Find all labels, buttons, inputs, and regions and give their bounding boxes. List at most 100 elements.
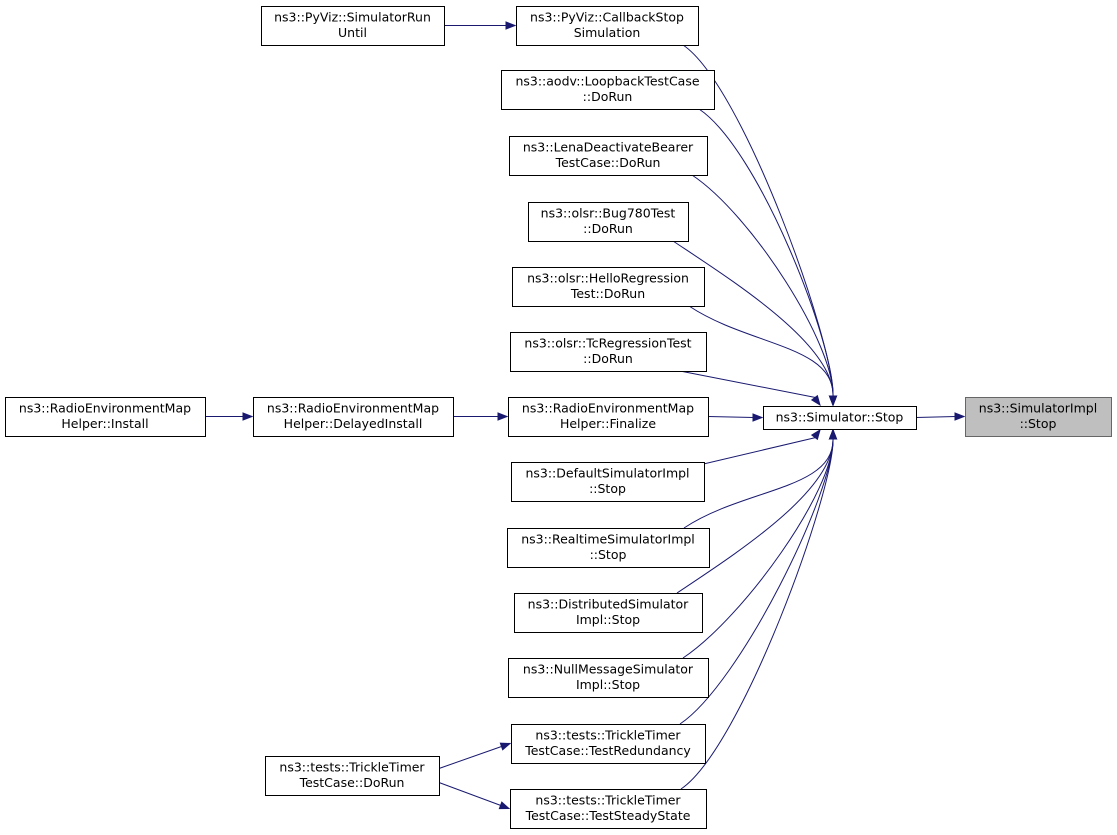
node-default-stop[interactable]: ns3::DefaultSimulatorImpl::Stop — [511, 462, 705, 502]
node-trickle-redundancy[interactable]: ns3::tests::TrickleTimerTestCase::TestRe… — [511, 724, 706, 764]
node-realtime-stop[interactable]: ns3::RealtimeSimulatorImpl::Stop — [507, 528, 710, 568]
edge-rem_finalize-to-sim_stop — [707, 413, 764, 422]
node-label: ::DoRun — [583, 221, 633, 236]
node-aodv-loopback[interactable]: ns3::aodv::LoopbackTestCase::DoRun — [501, 70, 715, 110]
node-label: ns3::olsr::TcRegressionTest — [524, 336, 691, 351]
node-box[interactable] — [514, 593, 703, 633]
node-label: ns3::RadioEnvironmentMap — [19, 401, 191, 416]
node-label: ns3::RealtimeSimulatorImpl — [521, 532, 695, 547]
node-label: TestCase::TestRedundancy — [524, 743, 691, 758]
node-box[interactable] — [528, 202, 689, 242]
node-box[interactable] — [509, 136, 708, 176]
edge-realtime_stop-to-sim_stop — [683, 428, 838, 529]
edge-line — [707, 416, 755, 418]
edge-line — [679, 370, 819, 399]
edge-arrowhead — [498, 801, 511, 810]
node-label: ns3::Simulator::Stop — [776, 409, 904, 424]
edge-line — [679, 437, 834, 725]
edge-line — [688, 305, 834, 398]
edge-arrowhead — [505, 21, 517, 30]
node-label: ::Stop — [590, 547, 627, 562]
node-box[interactable] — [508, 397, 709, 437]
node-olsr-tc[interactable]: ns3::olsr::TcRegressionTest::DoRun — [510, 332, 707, 372]
node-box[interactable] — [501, 70, 715, 110]
edge-lena_deactivate-to-sim_stop — [691, 174, 838, 407]
node-label: ns3::olsr::Bug780Test — [541, 206, 676, 221]
node-box[interactable] — [508, 658, 709, 698]
nodes-layer: ns3::SimulatorImpl::Stop ns3::Simulator::… — [5, 6, 1112, 829]
node-rem-delayed[interactable]: ns3::RadioEnvironmentMapHelper::DelayedI… — [253, 397, 454, 437]
edge-arrowhead — [828, 395, 838, 407]
node-label: ns3::PyViz::SimulatorRun — [274, 10, 431, 25]
node-label: ns3::LenaDeactivateBearer — [523, 140, 694, 155]
edge-arrowhead — [810, 428, 821, 441]
edge-olsr_tc-to-sim_stop — [679, 370, 821, 407]
node-label: ::Stop — [1020, 416, 1057, 431]
node-box[interactable] — [512, 267, 705, 307]
edge-line — [683, 437, 834, 529]
node-trickle-steady[interactable]: ns3::tests::TrickleTimerTestCase::TestSt… — [510, 789, 707, 829]
node-label: ns3::NullMessageSimulator — [523, 662, 694, 677]
edge-line — [691, 174, 834, 398]
node-box[interactable] — [510, 332, 707, 372]
edge-line — [915, 416, 957, 418]
node-label: ns3::tests::TrickleTimer — [279, 760, 425, 775]
edge-line — [672, 240, 834, 398]
node-label: TestCase::DoRun — [555, 155, 661, 170]
edge-arrowhead — [242, 412, 254, 421]
edge-rem_install-to-rem_delayed — [205, 412, 254, 421]
edge-distributed_stop-to-sim_stop — [676, 428, 838, 594]
node-box[interactable] — [265, 756, 440, 796]
edge-line — [438, 782, 501, 806]
node-label: ::Stop — [589, 481, 626, 496]
node-label: ns3::tests::TrickleTimer — [535, 793, 681, 808]
edge-arrowhead — [828, 428, 838, 440]
node-label: ns3::olsr::HelloRegression — [527, 271, 689, 286]
node-label: ns3::RadioEnvironmentMap — [522, 401, 694, 416]
node-label: ns3::aodv::LoopbackTestCase — [515, 74, 699, 89]
node-label: ns3::PyViz::CallbackStop — [530, 10, 684, 25]
node-box[interactable] — [511, 462, 705, 502]
node-box[interactable] — [510, 789, 707, 829]
node-label: ns3::DistributedSimulator — [528, 597, 690, 612]
edge-line — [680, 437, 834, 790]
edge-arrowhead — [954, 412, 966, 421]
node-box[interactable] — [5, 397, 206, 437]
node-label: ns3::RadioEnvironmentMap — [267, 401, 439, 416]
node-sim-stop[interactable]: ns3::Simulator::Stop — [763, 406, 917, 430]
edge-line — [438, 746, 502, 769]
node-box[interactable] — [511, 724, 706, 764]
node-label: Simulation — [574, 25, 641, 40]
node-label: ns3::DefaultSimulatorImpl — [525, 466, 689, 481]
edge-line — [682, 437, 834, 659]
node-box[interactable] — [253, 397, 454, 437]
node-box[interactable] — [507, 528, 710, 568]
node-label: Helper::Finalize — [560, 416, 656, 431]
edge-olsr_bug780-to-sim_stop — [672, 240, 838, 407]
edge-arrowhead — [810, 394, 821, 407]
node-simimpl-stop[interactable]: ns3::SimulatorImpl::Stop — [965, 397, 1112, 437]
node-box[interactable] — [261, 6, 445, 46]
node-box[interactable] — [965, 397, 1112, 437]
node-olsr-bug780[interactable]: ns3::olsr::Bug780Test::DoRun — [528, 202, 689, 242]
node-label: ::DoRun — [583, 351, 633, 366]
edge-arrowhead — [499, 742, 512, 751]
node-box[interactable] — [516, 6, 699, 46]
node-label: Until — [338, 25, 367, 40]
node-box[interactable] — [763, 406, 917, 430]
node-label: Helper::DelayedInstall — [284, 416, 423, 431]
edge-sim_stop-to-simimpl_stop — [915, 412, 966, 421]
node-label: TestCase::DoRun — [299, 775, 405, 790]
edge-olsr_hello-to-sim_stop — [688, 305, 838, 407]
edge-trickle_steady-to-sim_stop — [680, 428, 838, 790]
